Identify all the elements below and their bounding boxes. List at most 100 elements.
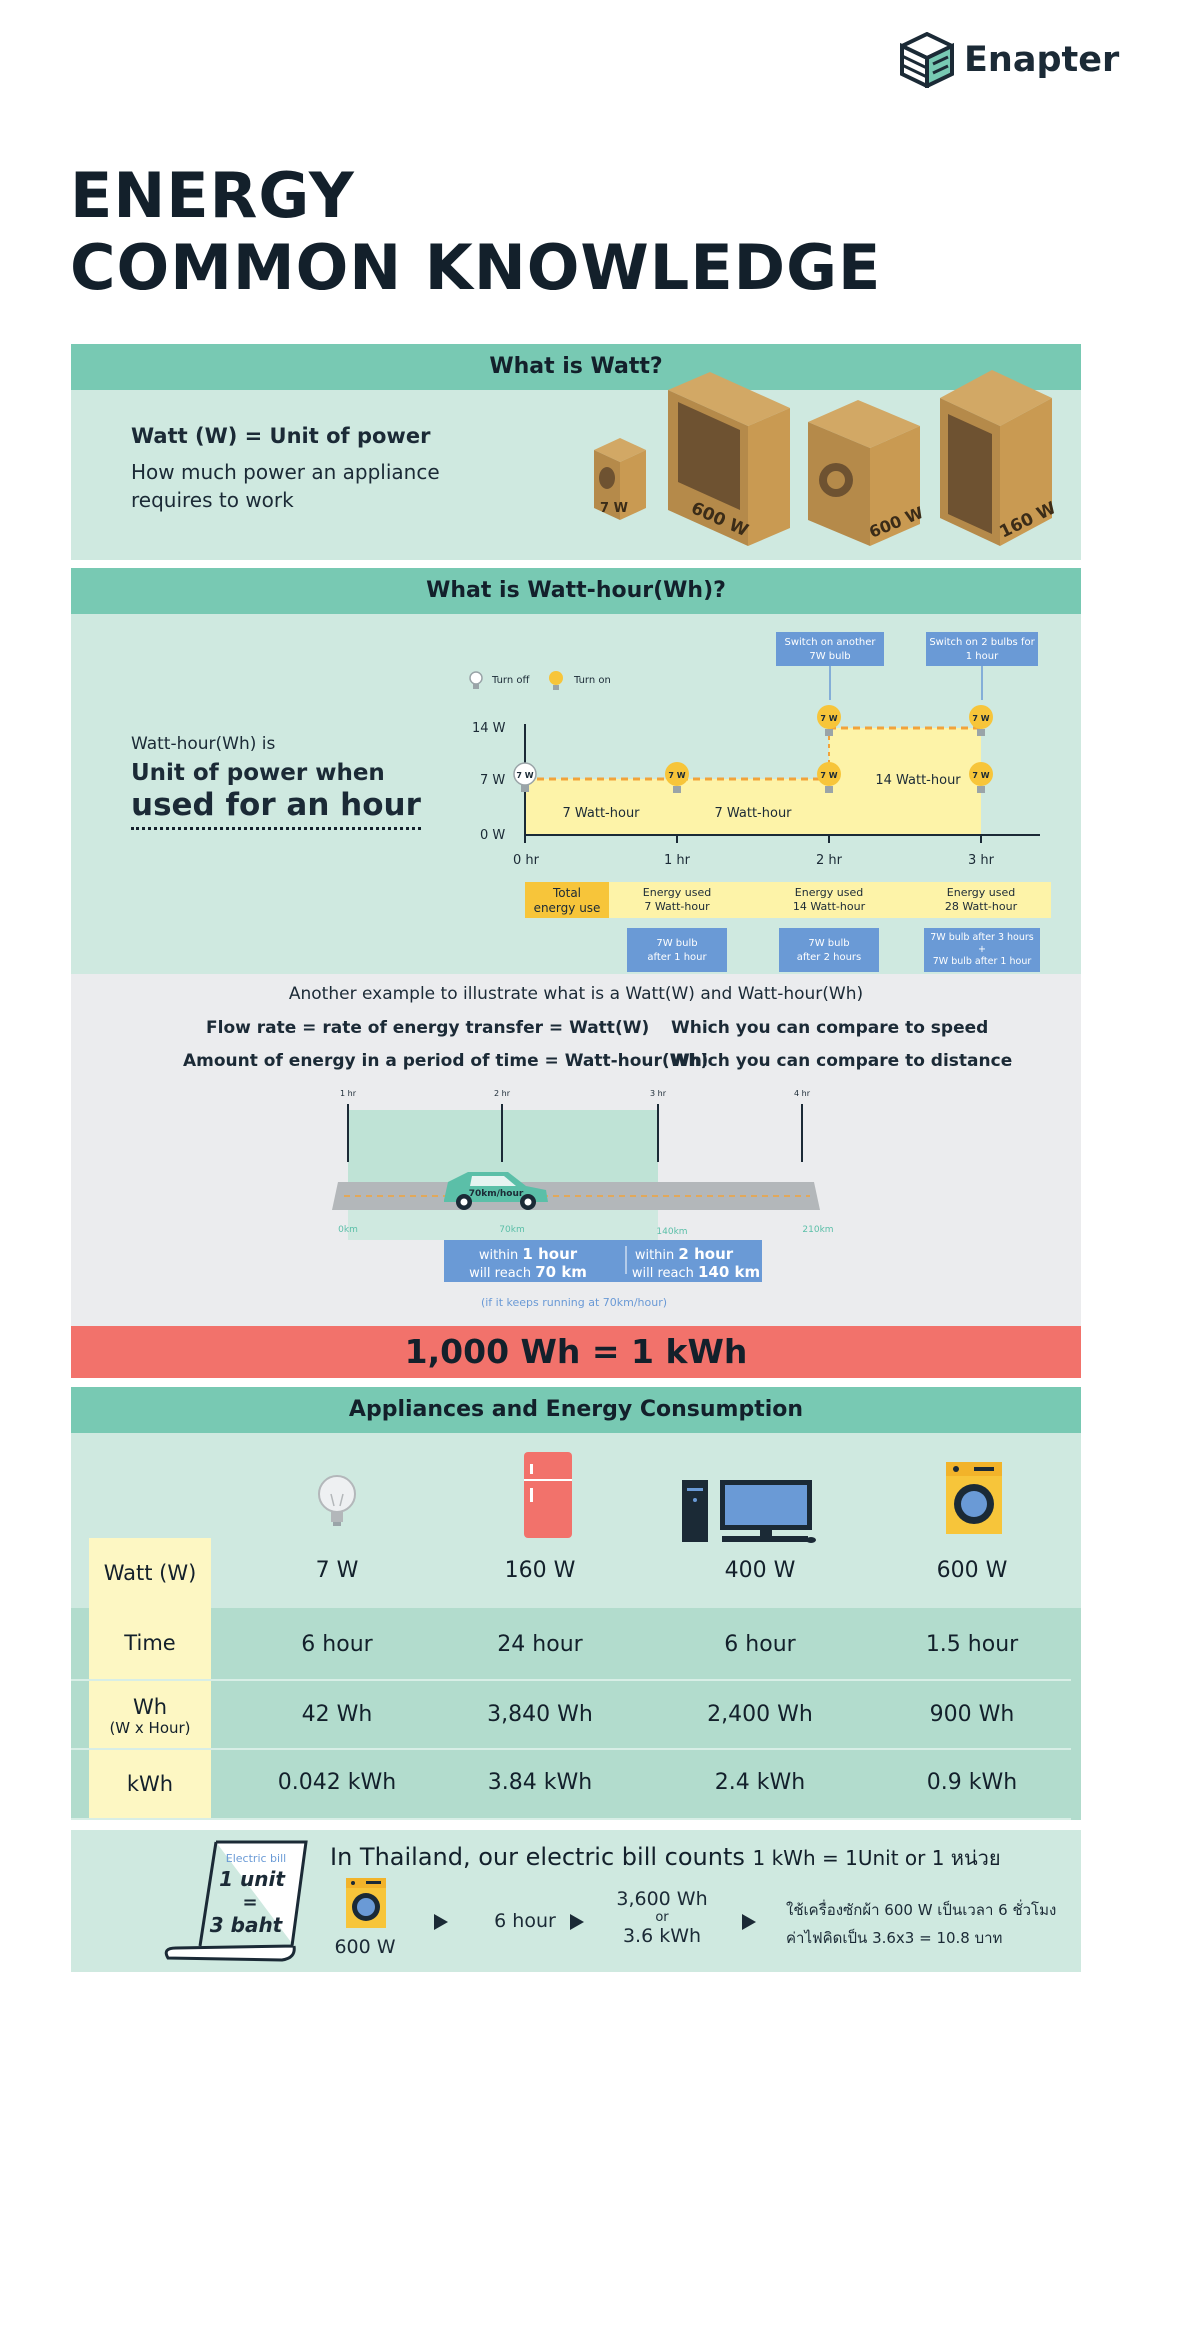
row-label-time: Time bbox=[89, 1608, 211, 1679]
watt-heading: What is Watt? bbox=[71, 344, 1081, 390]
total-label-1: Total bbox=[552, 886, 581, 900]
distance-tick-210: 210km bbox=[802, 1225, 833, 1235]
bill-headline: In Thailand, our electric bill counts 1 … bbox=[330, 1842, 1001, 1874]
cell-fridge-time: 24 hour bbox=[497, 1632, 583, 1657]
x-tick-2hr: 2 hr bbox=[816, 853, 843, 868]
legend-off-label: Turn off bbox=[491, 675, 530, 686]
cell-fridge-wh: 3,840 Wh bbox=[487, 1702, 593, 1727]
total-label-2: energy use bbox=[534, 901, 601, 915]
cell-computer-kwh: 2.4 kWh bbox=[714, 1770, 806, 1795]
enapter-logo-icon bbox=[900, 32, 954, 88]
reach-box-1-line-1: within 1 hour bbox=[479, 1245, 578, 1263]
area-label-3: 14 Watt-hour bbox=[875, 773, 961, 788]
watthour-diagram: Turn off Turn on 14 W 7 W 0 W 0 hr 1 hr … bbox=[469, 632, 1051, 972]
example-row-1-right: Which you can compare to speed bbox=[671, 1018, 989, 1038]
note-1 bbox=[627, 928, 727, 972]
callout-1-line-1: Switch on another bbox=[785, 637, 877, 648]
cell-bulb-time: 6 hour bbox=[301, 1632, 373, 1657]
energy-area-14w bbox=[829, 728, 981, 835]
bulb-label-3: 7 W bbox=[820, 714, 837, 723]
bill-thai-line-2: ค่าไฟคิดเป็น 3.6x3 = 10.8 บาท bbox=[786, 1929, 1003, 1947]
bill-result-or: or bbox=[655, 1910, 669, 1925]
cell-computer-watt: 400 W bbox=[724, 1558, 796, 1583]
title-line-2: COMMON KNOWLEDGE bbox=[70, 231, 882, 304]
bill-washer-watt: 600 W bbox=[334, 1936, 396, 1958]
box-fridge-160w: 160 W bbox=[940, 370, 1059, 546]
cell-washer-watt: 600 W bbox=[936, 1558, 1008, 1583]
distance-tick-0: 0km bbox=[338, 1225, 358, 1235]
bulb-on-icon: 7 W bbox=[665, 762, 689, 793]
refrigerator-icon bbox=[524, 1452, 572, 1538]
note-3-b: + bbox=[978, 944, 986, 955]
area-label-2: 7 Watt-hour bbox=[714, 806, 792, 821]
note-1-b: after 1 hour bbox=[647, 952, 707, 963]
used-2-a: Energy used bbox=[795, 886, 863, 899]
example-row-2-right: Which you can compare to distance bbox=[671, 1051, 1013, 1071]
cell-washer-kwh: 0.9 kWh bbox=[926, 1770, 1018, 1795]
cell-bulb-wh: 42 Wh bbox=[301, 1702, 373, 1727]
reach-box-1-line-2: will reach 70 km bbox=[469, 1263, 587, 1281]
energy-used-row bbox=[609, 882, 1051, 918]
bulb-on-icon: 7 W bbox=[969, 762, 993, 793]
cell-computer-wh: 2,400 Wh bbox=[707, 1702, 813, 1727]
used-3-a: Energy used bbox=[947, 886, 1015, 899]
bill-result: 3,600 Wh or 3.6 kWh bbox=[600, 1888, 724, 1947]
bill-headline-b: 1 kWh = 1Unit or 1 หน่วย bbox=[752, 1846, 1001, 1870]
used-2-b: 14 Watt-hour bbox=[793, 900, 866, 913]
hour-tick-2: 2 hr bbox=[494, 1089, 511, 1098]
used-1-b: 7 Watt-hour bbox=[644, 900, 710, 913]
legend-turn-on: Turn on bbox=[549, 671, 611, 690]
box-7w-label: 7 W bbox=[600, 501, 628, 516]
bill-time: 6 hour bbox=[494, 1910, 556, 1932]
washing-machine-icon bbox=[946, 1462, 1002, 1534]
reach-box-2-line-1: within 2 hour bbox=[635, 1245, 734, 1263]
electric-bill-paper-icon: Electric bill 1 unit = 3 baht bbox=[164, 1840, 308, 1962]
note-3 bbox=[924, 928, 1040, 972]
bill-headline-a: In Thailand, our electric bill counts bbox=[330, 1843, 753, 1871]
bill-paper-line-3: 3 baht bbox=[210, 1913, 284, 1937]
bill-paper-title: Electric bill bbox=[226, 1852, 286, 1865]
title-line-1: ENERGY bbox=[70, 159, 355, 232]
appliances-top-panel bbox=[71, 1433, 1081, 1608]
bulb-label-2: 7 W bbox=[820, 771, 837, 780]
watthour-line-2: Unit of power when bbox=[131, 760, 385, 786]
bill-result-kwh: 3.6 kWh bbox=[622, 1925, 702, 1947]
bill-thai-note: ใช้เครื่องซักผ้า 600 W เป็นเวลา 6 ชั่วโม… bbox=[786, 1896, 1056, 1952]
note-3-a: 7W bulb after 3 hours bbox=[930, 932, 1034, 943]
x-tick-1hr: 1 hr bbox=[664, 853, 691, 868]
conversion-banner: 1,000 Wh = 1 kWh bbox=[71, 1326, 1081, 1378]
area-label-1: 7 Watt-hour bbox=[562, 806, 640, 821]
bill-paper-line-1: 1 unit bbox=[219, 1867, 286, 1891]
note-2 bbox=[779, 928, 879, 972]
appliance-boxes-illustration: 7 W 600 W 600 W 160 W bbox=[594, 370, 1059, 546]
bulb-off-icon: 7 W bbox=[513, 762, 537, 792]
car-speed-label: 70km/hour bbox=[469, 1189, 524, 1199]
speed-note: (if it keeps running at 70km/hour) bbox=[481, 1296, 667, 1309]
watt-definition: Watt (W) = Unit of power bbox=[131, 424, 431, 448]
hour-tick-1: 1 hr bbox=[340, 1089, 357, 1098]
example-row-1-left: Flow rate = rate of energy transfer = Wa… bbox=[206, 1018, 650, 1038]
y-tick-14w: 14 W bbox=[472, 721, 506, 736]
reach-box-1: within 1 hour will reach 70 km bbox=[444, 1240, 638, 1282]
arrow-right-icon bbox=[742, 1914, 756, 1930]
bulb-label-4: 7 W bbox=[972, 771, 989, 780]
y-tick-0w: 0 W bbox=[480, 828, 505, 843]
callout-1-line-2: 7W bulb bbox=[809, 651, 850, 662]
appliances-heading: Appliances and Energy Consumption bbox=[71, 1387, 1081, 1433]
watthour-heading: What is Watt-hour(Wh)? bbox=[71, 568, 1081, 614]
hour-tick-4: 4 hr bbox=[794, 1089, 811, 1098]
car-distance-diagram: 1 hr 2 hr 3 hr 4 hr 70km/hour 0km 70km 1… bbox=[332, 1089, 834, 1309]
bill-result-wh: 3,600 Wh bbox=[616, 1888, 708, 1910]
callout-2-line-1: Switch on 2 bulbs for bbox=[929, 637, 1035, 648]
legend-on-label: Turn on bbox=[573, 675, 611, 686]
bill-thai-line-1: ใช้เครื่องซักผ้า 600 W เป็นเวลา 6 ชั่วโม… bbox=[786, 1901, 1057, 1919]
note-2-b: after 2 hours bbox=[797, 952, 862, 963]
hour-tick-3: 3 hr bbox=[650, 1089, 667, 1098]
bulb-on-icon: 7 W bbox=[817, 762, 841, 793]
watt-description: How much power an appliance requires to … bbox=[131, 460, 440, 512]
example-row-2-left: Amount of energy in a period of time = W… bbox=[183, 1051, 709, 1071]
used-3-b: 28 Watt-hour bbox=[945, 900, 1018, 913]
distance-tick-70: 70km bbox=[499, 1225, 524, 1235]
lightbulb-icon bbox=[318, 1475, 356, 1526]
cell-washer-wh: 900 Wh bbox=[929, 1702, 1015, 1727]
